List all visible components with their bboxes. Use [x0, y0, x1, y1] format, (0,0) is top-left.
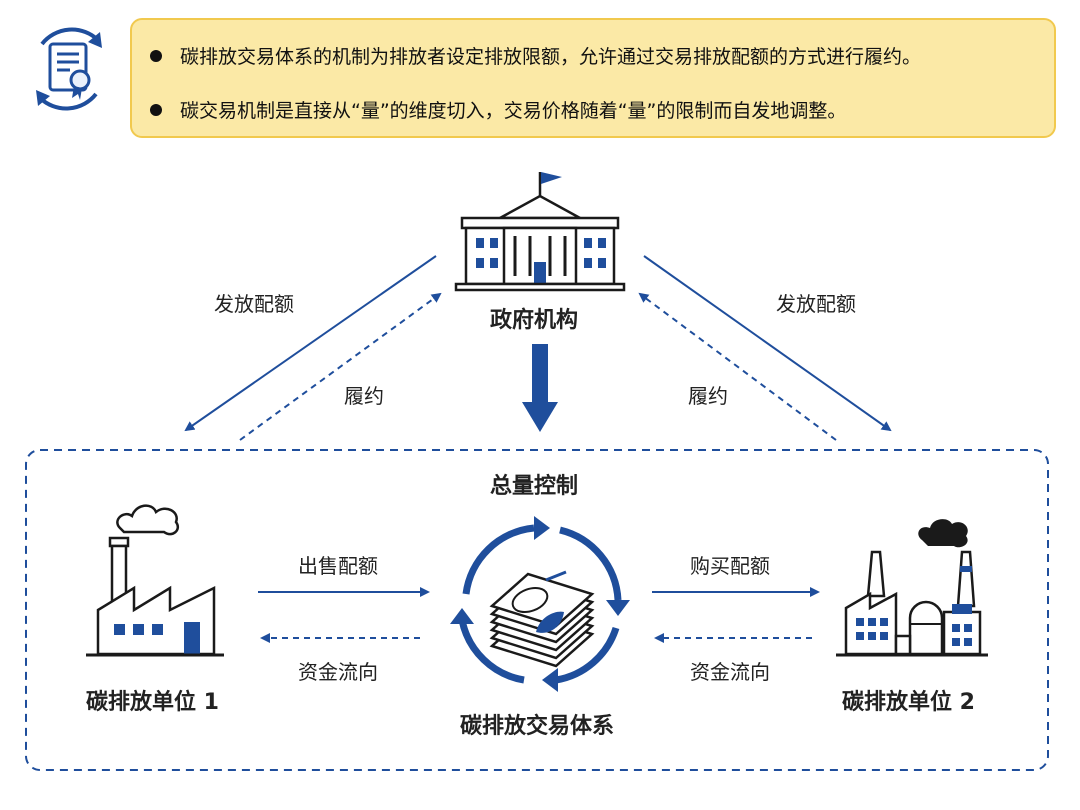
- summary-item: 碳排放交易体系的机制为排放者设定排放限额，允许通过交易排放配额的方式进行履约。: [150, 42, 921, 69]
- comply-left-label: 履约: [344, 384, 384, 408]
- unit1-label: 碳排放单位 1: [86, 690, 219, 715]
- issue-left-label: 发放配额: [214, 292, 294, 316]
- summary-icon: [22, 22, 116, 116]
- comply-arrow-right: [638, 292, 837, 441]
- cap-control-label: 总量控制: [490, 474, 579, 499]
- bullet-icon: [150, 49, 162, 62]
- cap-control-region: [25, 449, 1049, 771]
- sell-label: 出售配额: [298, 554, 378, 578]
- issue-arrow-left: [184, 255, 437, 432]
- unit2-label: 碳排放单位 2: [842, 690, 975, 715]
- bullet-icon: [150, 103, 162, 116]
- buy-label: 购买配额: [690, 554, 770, 578]
- comply-arrow-left: [239, 292, 442, 441]
- summary-item: 碳交易机制是直接从“量”的维度切入，交易价格随着“量”的限制而自发地调整。: [150, 96, 846, 123]
- system-label: 碳排放交易体系: [460, 714, 615, 739]
- money-left-label: 资金流向: [298, 660, 378, 684]
- summary-box: 碳排放交易体系的机制为排放者设定排放限额，允许通过交易排放配额的方式进行履约。 …: [130, 18, 1056, 138]
- factory-icon: [86, 504, 224, 657]
- issue-arrow-right: [643, 255, 892, 432]
- issue-right-label: 发放配额: [776, 292, 856, 316]
- government-label: 政府机构: [490, 308, 579, 333]
- down-arrow-icon: [522, 344, 558, 432]
- summary-item-text: 碳交易机制是直接从“量”的维度切入，交易价格随着“量”的限制而自发地调整。: [180, 100, 847, 122]
- summary-item-text: 碳排放交易体系的机制为排放者设定排放限额，允许通过交易排放配额的方式进行履约。: [180, 46, 922, 68]
- comply-right-label: 履约: [688, 384, 728, 408]
- money-right-label: 资金流向: [690, 660, 770, 684]
- government-building-icon: [454, 172, 626, 292]
- power-plant-icon: [836, 519, 988, 657]
- banknotes-cycle-icon: [450, 516, 630, 692]
